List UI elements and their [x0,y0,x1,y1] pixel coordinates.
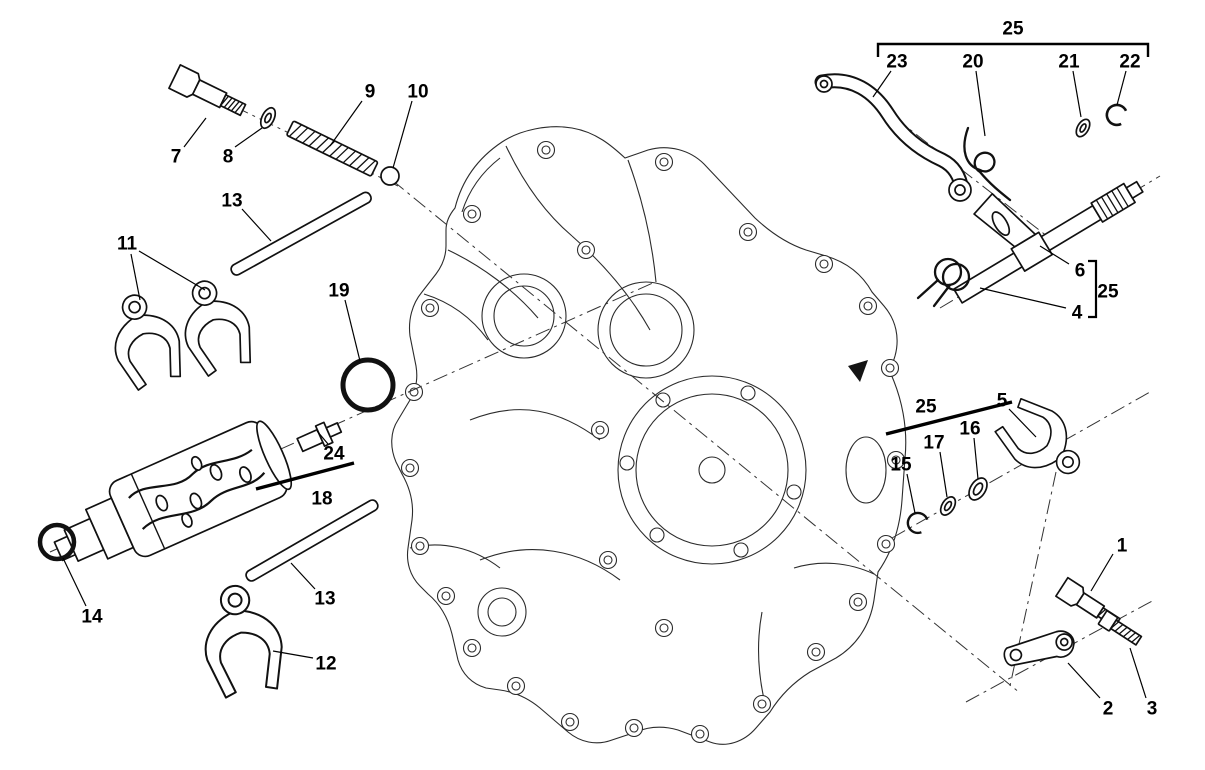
leader-line-4 [979,287,1067,309]
leader-line-8 [234,127,263,148]
callout-2-26: 2 [1103,699,1114,720]
part-stopper-arm-2 [1003,630,1075,667]
part-ball-10 [380,166,400,186]
leader-line-2 [1067,662,1101,699]
callout-20-14: 20 [962,52,983,73]
leader-line-15 [906,473,916,514]
part-fork-shaft-13-upper [230,191,372,276]
leader-line-23 [872,70,892,98]
part-washer-21 [1075,118,1091,138]
part-washer-8 [259,106,277,130]
bar-group-18 [255,461,355,491]
part-shift-lever-23 [814,73,972,202]
part-oring-14 [37,522,77,562]
leader-line-11 [130,253,141,301]
part-bolt-3 [1097,610,1143,646]
callout-6-17: 6 [1075,261,1086,282]
callout-3-27: 3 [1147,699,1158,720]
callout-23-13: 23 [886,52,907,73]
callout-25-20: 25 [915,397,937,418]
callout-7-0: 7 [171,147,182,168]
part-spring-20 [963,126,1012,202]
callout-14-9: 14 [81,607,103,628]
leader-line-22 [1116,70,1127,106]
leader-line-3 [1129,647,1147,699]
callout-22-16: 22 [1119,52,1140,73]
callout-21-15: 21 [1058,52,1080,73]
callout-17-22: 17 [923,433,944,454]
leader-line-13 [290,562,316,590]
callout-4-19: 4 [1072,303,1083,324]
callout-18-8: 18 [311,489,332,510]
leader-line-17 [939,451,948,498]
part-oring-19 [340,357,396,413]
leader-line-11 [138,250,206,291]
leader-line-13 [241,208,272,242]
callout-24-7: 24 [323,444,345,465]
leader-line-6 [1039,245,1070,265]
part-circlip-15 [906,511,929,535]
callout-12-11: 12 [315,654,336,675]
bracket-group-25-shaft [1088,259,1098,319]
leader-line-24 [316,430,329,445]
part-spring-4 [916,257,971,308]
leader-line-9 [329,100,363,147]
leader-line-10 [392,100,413,169]
callout-16-23: 16 [959,419,980,440]
leader-line-21 [1072,70,1082,118]
callout-25-12: 25 [1002,19,1024,40]
part-washer-17 [939,496,957,516]
part-pin-24 [296,421,343,453]
crankcase-outline [391,126,907,745]
leader-line-19 [344,299,361,362]
part-shift-fork-12 [194,578,290,701]
leader-line-12 [272,650,314,659]
callout-8-1: 8 [223,147,234,168]
leader-line-14 [62,557,87,607]
leader-line-16 [973,437,979,480]
part-bolt-7 [168,64,247,117]
callout-19-6: 19 [328,281,349,302]
callout-13-4: 13 [221,191,242,212]
part-circlip-22 [1105,103,1128,127]
callout-10-3: 10 [407,82,428,103]
part-shift-drum [53,420,293,562]
callout-13-10: 13 [314,589,335,610]
callout-5-21: 5 [997,391,1008,412]
bracket-group-25-top [876,42,1150,57]
callout-9-2: 9 [365,82,376,103]
part-shift-fork-11a [99,284,191,395]
leader-line-20 [975,70,986,137]
callout-15-24: 15 [890,455,912,476]
part-fork-shaft-13-lower [245,499,379,582]
callout-25-18: 25 [1097,282,1119,303]
part-shift-fork-11b [169,270,261,381]
leader-line-7 [183,117,207,148]
leader-line-5 [1008,408,1037,438]
callout-1-25: 1 [1117,536,1128,557]
part-shift-shaft-6 [953,180,1144,304]
callout-11-5: 11 [117,234,138,255]
bar-group-25-forks [885,400,1013,436]
part-spring-9 [286,120,379,177]
leader-line-1 [1090,553,1114,592]
part-washer-16 [968,477,988,501]
